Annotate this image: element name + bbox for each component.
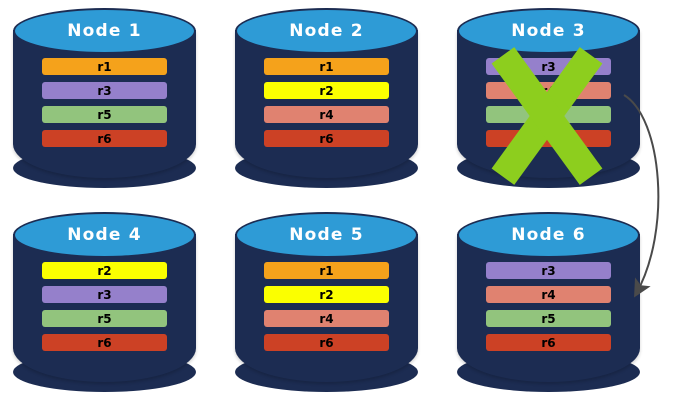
- cylinder-body: [13, 234, 196, 382]
- cylinder-top: Node 1: [13, 8, 196, 54]
- cylinder-top: Node 2: [235, 8, 418, 54]
- node-title: Node 3: [511, 21, 586, 41]
- cylinder-top: Node 4: [13, 212, 196, 258]
- node-1[interactable]: Node 1 r1 r3 r5 r6: [13, 8, 196, 190]
- node-title: Node 1: [67, 21, 142, 41]
- record-bar[interactable]: r4: [486, 286, 611, 303]
- node-title: Node 5: [289, 225, 364, 245]
- record-list: r3 r4 r5 r6: [486, 58, 611, 154]
- record-bar[interactable]: r5: [42, 310, 167, 327]
- record-bar[interactable]: r6: [42, 334, 167, 351]
- cylinder-body: [235, 234, 418, 382]
- cylinder-body: [13, 30, 196, 178]
- node-5[interactable]: Node 5 r1 r2 r4 r6: [235, 212, 418, 394]
- record-bar[interactable]: r3: [486, 262, 611, 279]
- record-bar[interactable]: r6: [264, 334, 389, 351]
- record-bar[interactable]: r6: [264, 130, 389, 147]
- record-bar[interactable]: r4: [486, 82, 611, 99]
- record-bar[interactable]: r2: [42, 262, 167, 279]
- record-bar[interactable]: r6: [486, 130, 611, 147]
- record-bar[interactable]: r1: [264, 262, 389, 279]
- record-bar[interactable]: r1: [264, 58, 389, 75]
- record-bar[interactable]: r3: [42, 82, 167, 99]
- record-list: r2 r3 r5 r6: [42, 262, 167, 358]
- record-bar[interactable]: r2: [264, 82, 389, 99]
- node-6[interactable]: Node 6 r3 r4 r5 r6: [457, 212, 640, 394]
- node-title: Node 6: [511, 225, 586, 245]
- node-title: Node 2: [289, 21, 364, 41]
- record-bar[interactable]: r2: [264, 286, 389, 303]
- record-bar[interactable]: r6: [486, 334, 611, 351]
- record-list: r1 r2 r4 r6: [264, 262, 389, 358]
- record-bar[interactable]: r6: [42, 130, 167, 147]
- record-bar[interactable]: r3: [486, 58, 611, 75]
- cylinder-top: Node 6: [457, 212, 640, 258]
- node-3[interactable]: Node 3 r3 r4 r5 r6: [457, 8, 640, 190]
- record-bar[interactable]: r4: [264, 106, 389, 123]
- record-bar[interactable]: r3: [42, 286, 167, 303]
- node-title: Node 4: [67, 225, 142, 245]
- cylinder-body: [235, 30, 418, 178]
- node-2[interactable]: Node 2 r1 r2 r4 r6: [235, 8, 418, 190]
- cylinder-body: [457, 234, 640, 382]
- record-bar[interactable]: r4: [264, 310, 389, 327]
- cylinder-top: Node 5: [235, 212, 418, 258]
- record-bar[interactable]: r5: [42, 106, 167, 123]
- record-bar[interactable]: r5: [486, 310, 611, 327]
- record-bar[interactable]: r5: [486, 106, 611, 123]
- node-4[interactable]: Node 4 r2 r3 r5 r6: [13, 212, 196, 394]
- record-list: r3 r4 r5 r6: [486, 262, 611, 358]
- record-bar[interactable]: r1: [42, 58, 167, 75]
- cylinder-top: Node 3: [457, 8, 640, 54]
- record-list: r1 r2 r4 r6: [264, 58, 389, 154]
- record-list: r1 r3 r5 r6: [42, 58, 167, 154]
